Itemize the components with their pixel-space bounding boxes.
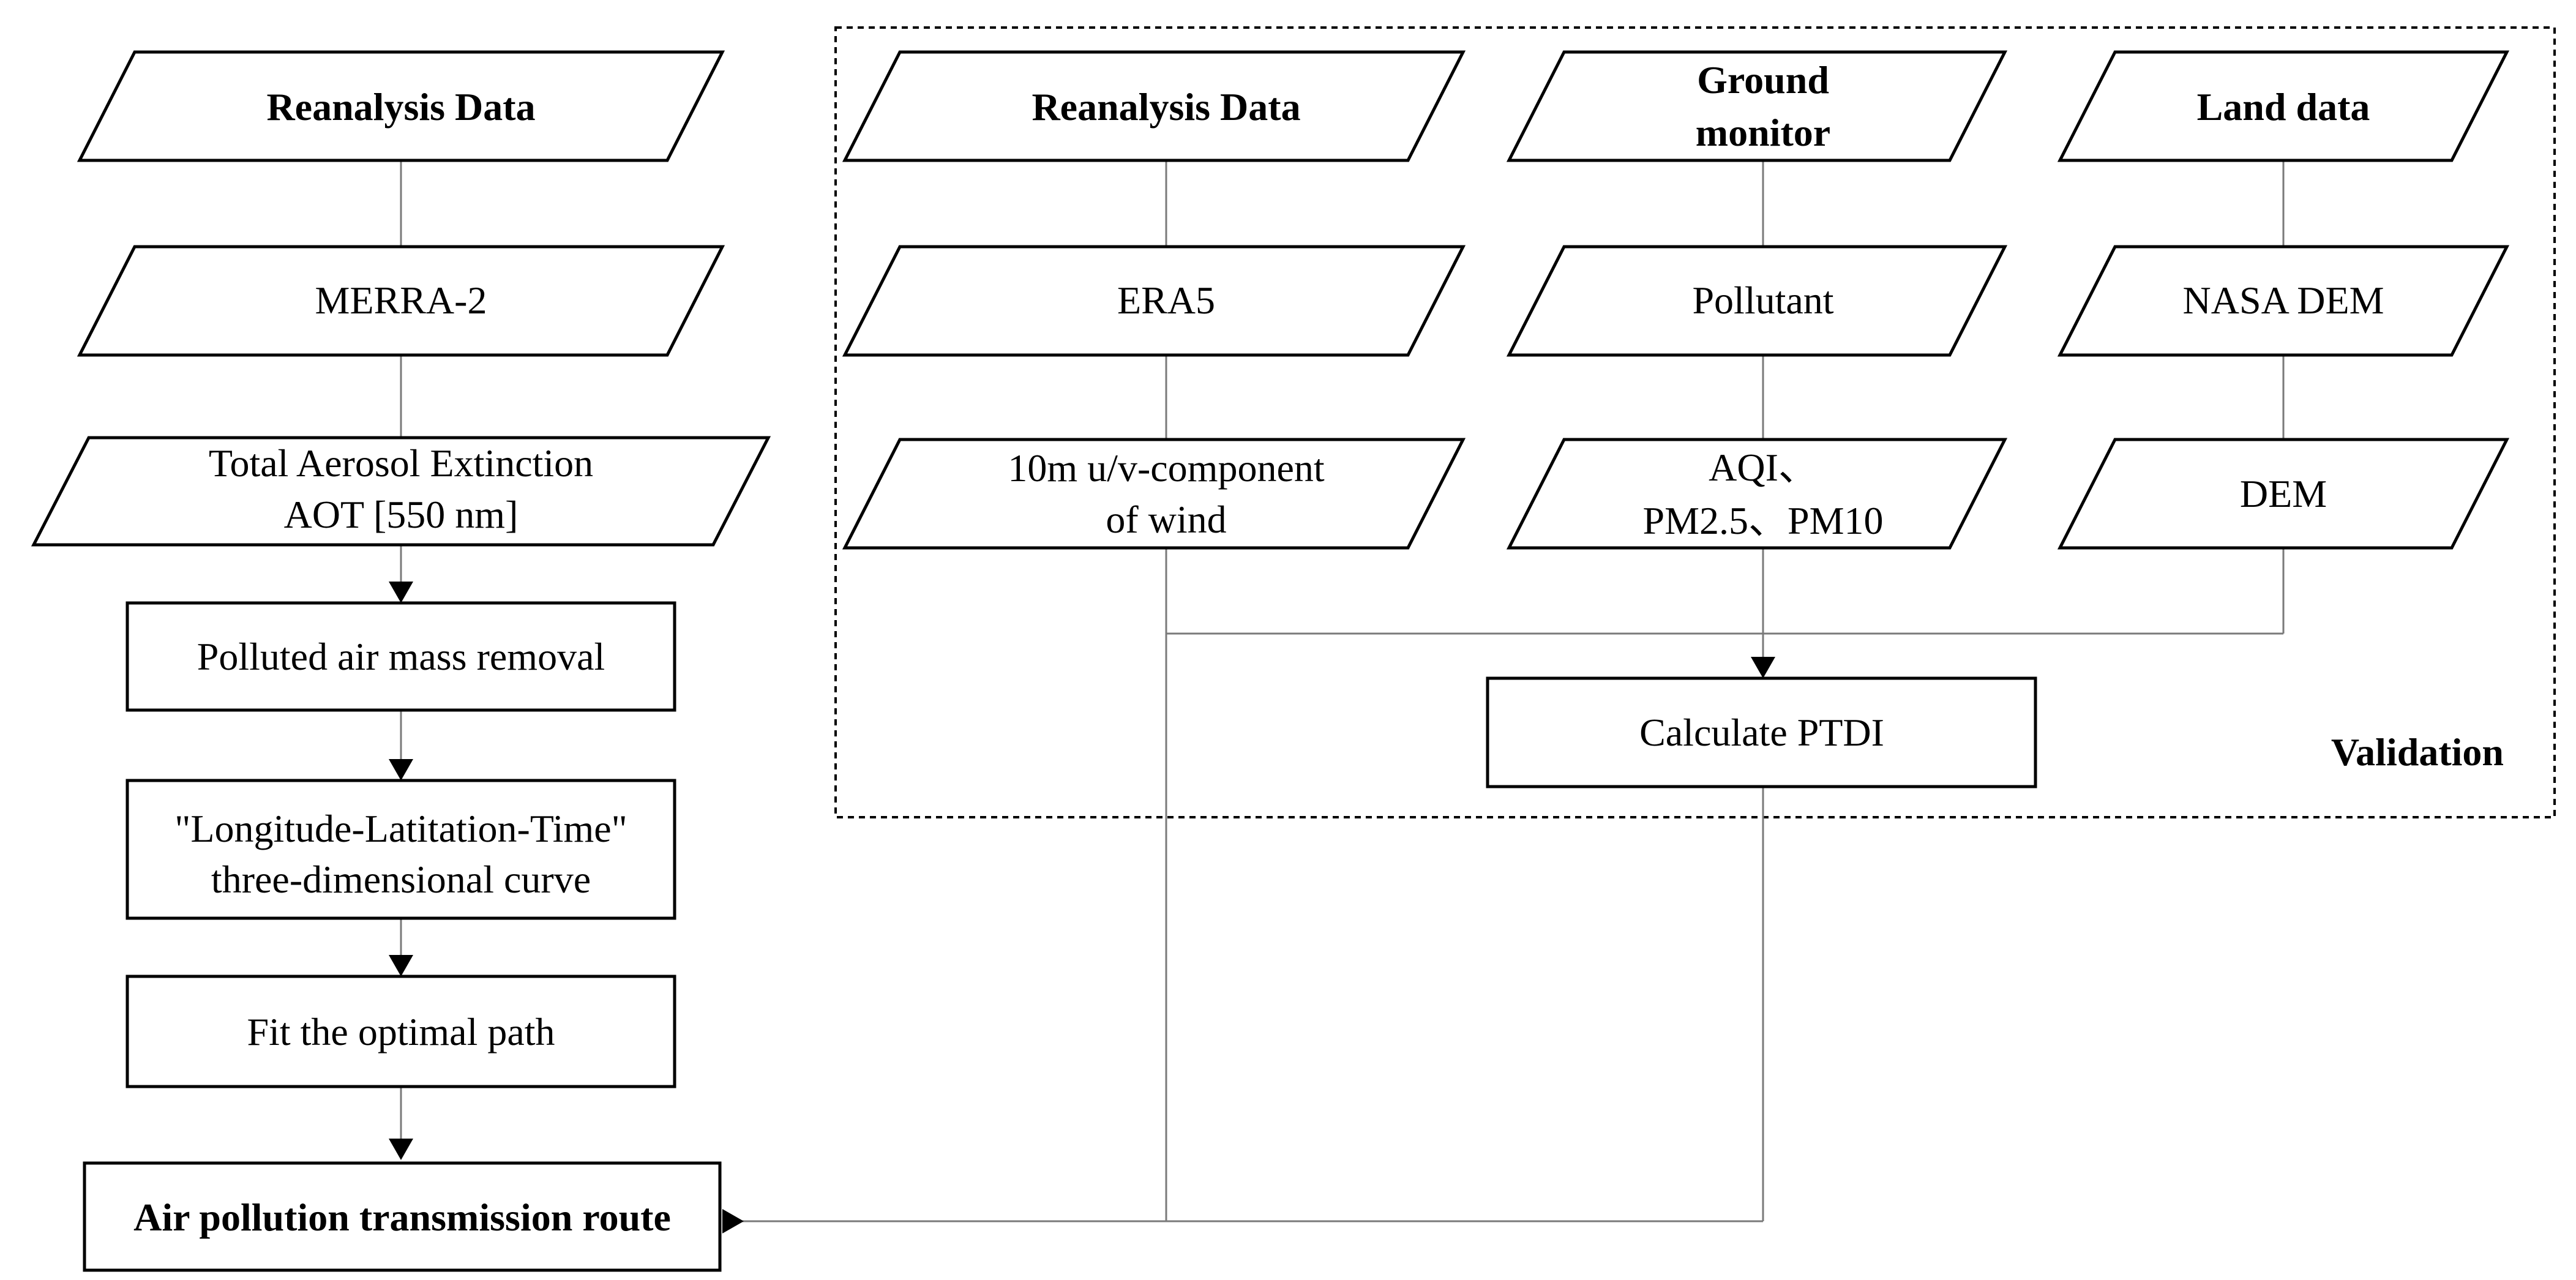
validation-label: Validation [2331,730,2504,774]
aqi-input [1506,438,2008,550]
ground-monitor-input [1506,50,2008,162]
wind-input [842,438,1466,550]
merra2-label: MERRA-2 [315,279,487,322]
land-data-input [2057,50,2510,162]
aot-input [31,436,771,547]
pollutant-input [1506,245,2008,357]
reanalysis-data-input [77,50,725,162]
route-label: Air pollution transmission route [133,1196,671,1239]
curve-process [125,779,676,920]
connectors [400,160,2285,1222]
route-output [83,1161,722,1272]
curve-label-line2: three-dimensional curve [211,858,591,901]
fit-path-label: Fit the optimal path [247,1010,555,1054]
nasa-dem-label: NASA DEM [2183,279,2384,322]
validation-frame [834,26,2556,818]
merra2-input [77,245,725,357]
dem-label: DEM [2240,472,2327,515]
nasa-dem-input [2057,245,2510,357]
era5-input [842,245,1466,357]
wind-label-line1: 10m u/v-component [1008,446,1324,490]
curve-label-line1: "Longitude-Latitation-Time" [174,807,627,850]
reanalysis-data-label: Reanalysis Data [266,85,535,129]
pollutant-label: Pollutant [1692,279,1833,322]
aqi-label-line1: AQI、 [1709,446,1818,489]
ground-monitor-label-line2: monitor [1696,111,1830,154]
arrowheads [389,582,1775,1233]
ground-monitor-label-line1: Ground [1697,58,1829,102]
aqi-label-line2: PM2.5、PM10 [1643,499,1884,542]
removal-label: Polluted air mass removal [197,635,605,678]
wind-label-line2: of wind [1106,498,1226,541]
val-reanalysis-input [842,50,1466,162]
dem-input [2057,438,2510,550]
land-data-label: Land data [2197,85,2370,129]
fit-path-process [125,975,676,1088]
aot-label-line1: Total Aerosol Extinction [209,441,593,485]
val-reanalysis-label: Reanalysis Data [1032,85,1300,129]
calculate-ptdi-process [1486,676,2037,788]
aot-label-line2: AOT [550 nm] [284,493,519,536]
removal-process [125,601,676,712]
calculate-ptdi-label: Calculate PTDI [1639,711,1884,754]
era5-label: ERA5 [1117,279,1215,322]
